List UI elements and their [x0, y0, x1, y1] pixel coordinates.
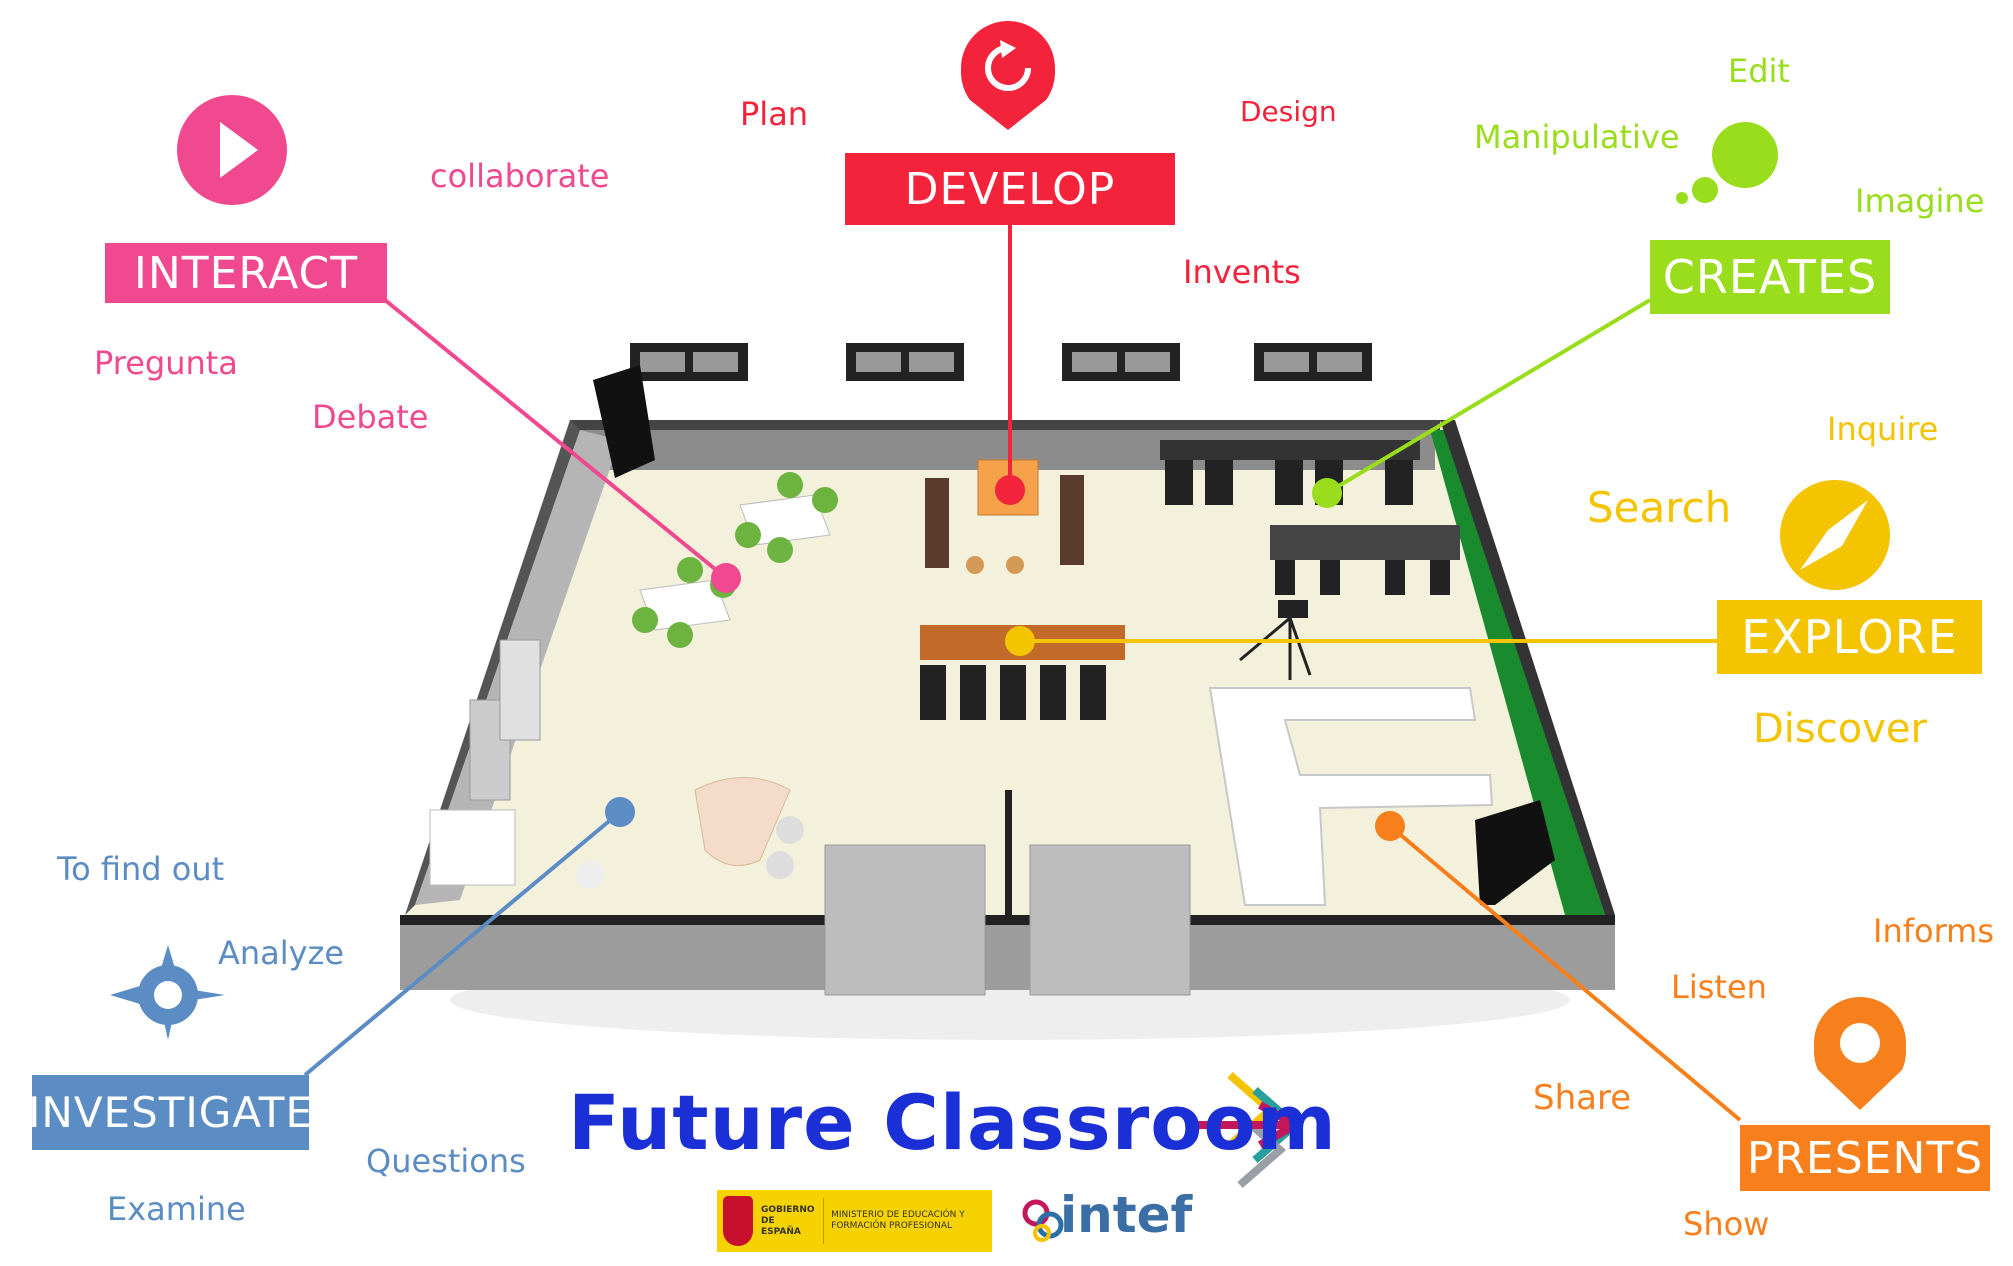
interact-word: Debate	[312, 398, 429, 436]
compass-rose-icon	[110, 945, 225, 1040]
stool	[966, 556, 984, 574]
presents-label: PRESENTS	[1740, 1125, 1990, 1191]
creates-word: Edit	[1728, 52, 1790, 90]
presents-dot	[1375, 811, 1405, 841]
develop-bench-left	[925, 478, 949, 568]
explore-word: Inquire	[1827, 410, 1939, 448]
chair	[776, 816, 804, 844]
develop-dot	[995, 475, 1025, 505]
explore-word: Search	[1587, 483, 1732, 532]
intef-logo: intef	[1060, 1186, 1193, 1244]
interact-dot	[711, 563, 741, 593]
develop-word: Design	[1240, 95, 1337, 128]
interact-label: INTERACT	[105, 243, 387, 303]
play-icon	[177, 95, 287, 205]
presents-screen	[1475, 800, 1555, 905]
wall-screen	[593, 365, 655, 478]
interact-word: collaborate	[430, 157, 610, 195]
interact-connector	[383, 298, 728, 580]
explore-word: Discover	[1753, 706, 1927, 752]
thought-bubble-icon	[1676, 122, 1778, 204]
logo-divider	[822, 1198, 824, 1244]
presents-word: Share	[1533, 1078, 1632, 1118]
explore-label: EXPLORE	[1717, 600, 1982, 674]
creates-label: CREATES	[1650, 240, 1890, 314]
camera-tripod	[1239, 600, 1312, 680]
investigate-word: Analyze	[218, 934, 345, 972]
investigate-desk	[429, 809, 516, 886]
compass-icon	[1780, 480, 1890, 590]
investigate-connector	[303, 810, 622, 1077]
investigate-table	[694, 777, 791, 867]
develop-word: Plan	[740, 95, 809, 133]
investigate-dot	[605, 797, 635, 827]
creates-word: Imagine	[1855, 182, 1985, 220]
front-wall	[400, 925, 1615, 990]
intef-symbol-icon	[1022, 1199, 1064, 1242]
chair	[576, 861, 604, 889]
chair	[766, 851, 794, 879]
presents-connector	[1388, 824, 1742, 1122]
right-wall-edge	[1440, 420, 1615, 915]
explore-dot	[1005, 626, 1035, 656]
presents-word: Show	[1683, 1205, 1770, 1243]
creates-word: Manipulative	[1474, 118, 1680, 156]
presents-word: Informs	[1873, 912, 1994, 950]
arrows-logo	[1195, 1071, 1304, 1189]
interact-word: Pregunta	[94, 344, 238, 382]
explore-stools	[920, 665, 1106, 720]
investigate-word: Examine	[107, 1190, 246, 1228]
front-partition-right	[1029, 844, 1191, 996]
front-partition-left	[824, 844, 986, 996]
windows	[630, 343, 1372, 381]
back-wall	[570, 420, 1440, 430]
divider-post	[1005, 790, 1012, 920]
develop-label: DEVELOP	[845, 153, 1175, 225]
ministry-text: MINISTERIO DE EDUCACIÓN Y FORMACIÓN PROF…	[831, 1210, 965, 1231]
left-wall	[405, 420, 580, 915]
stool	[1006, 556, 1024, 574]
creates-connector	[1325, 298, 1652, 495]
page-title: Future Classroom	[568, 1078, 1337, 1167]
government-text: GOBIERNO DE ESPAÑA	[761, 1204, 815, 1237]
creates-furniture	[1160, 440, 1460, 595]
presents-stage	[1208, 687, 1494, 906]
develop-bench-right	[1060, 475, 1084, 565]
investigate-word: To find out	[57, 850, 225, 888]
right-wall-green	[1430, 430, 1605, 915]
map-pin-icon	[1814, 997, 1907, 1110]
crest-icon	[723, 1196, 753, 1246]
develop-word: Invents	[1183, 253, 1301, 291]
interact-tables	[632, 472, 838, 648]
refresh-pin-icon	[960, 21, 1055, 130]
creates-dot	[1312, 478, 1342, 508]
investigate-label: INVESTIGATE	[28, 1075, 312, 1150]
shelving	[469, 639, 541, 801]
presents-word: Listen	[1671, 968, 1767, 1006]
investigate-word: Questions	[366, 1142, 526, 1180]
government-logo: GOBIERNO DE ESPAÑA MINISTERIO DE EDUCACI…	[717, 1190, 992, 1252]
